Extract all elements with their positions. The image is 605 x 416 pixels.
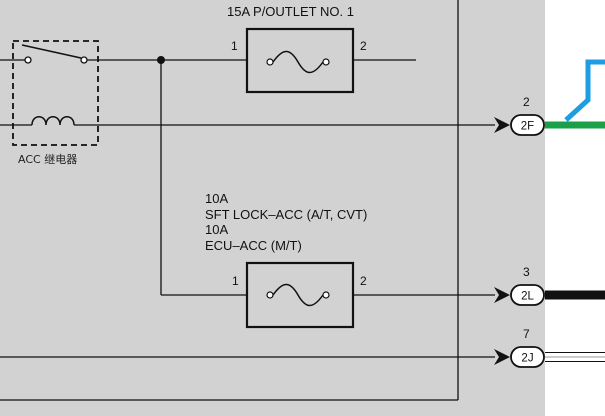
relay-switch-arm [21,44,82,59]
fuse-top-element-icon [272,50,324,74]
connector-2j-badge [510,346,545,368]
fuse-bottom-line4: ECU–ACC (M/T) [205,238,302,253]
fuse-top-title: 15A P/OUTLET NO. 1 [227,4,354,19]
relay-coil-icon [31,116,75,126]
connector-2j-code: 2J [521,353,533,365]
outside-area [545,0,605,416]
fuse-bottom-contact-right [322,291,330,299]
connector-2l-badge [510,284,545,306]
acc-relay: ACC 继电器 [12,40,99,166]
relay-dashed-box [12,40,99,146]
fuse-bottom-line2: SFT LOCK–ACC (A/T, CVT) [205,207,367,222]
relay-contact-right [80,56,88,64]
fuse-bottom-line1: 10A [205,191,228,206]
connector-2j-pin: 7 [523,327,530,341]
connector-2f-pin: 2 [523,95,530,109]
wire-2f-blue [564,59,605,122]
relay-label: ACC 继电器 [18,153,77,166]
fuse-bottom-contact-left [266,291,274,299]
fuse-bottom-pin-right: 2 [360,274,367,288]
fuse-top-body [245,27,355,94]
diagram-panel [0,0,545,416]
fuse-top-pin-right: 2 [360,39,367,53]
fuse-top-pin-left: 1 [231,39,238,53]
connector-2j: 7 2J [494,327,545,368]
fuse-top: 15A P/OUTLET NO. 1 1 2 [227,4,367,94]
connector-2l-arrow-icon [494,287,510,303]
connector-2j-arrow-icon [494,349,510,365]
relay-contact-left [24,56,32,64]
connector-2l-code: 2L [521,291,534,303]
fuse-bottom-line3: 10A [205,222,228,237]
connector-2f: 2 2F [494,95,545,136]
fuse-top-contact-right [322,58,330,66]
fuse-bottom: 10A SFT LOCK–ACC (A/T, CVT) 10A ECU–ACC … [205,191,367,329]
connector-2l-pin: 3 [523,265,530,279]
connector-2f-code: 2F [521,121,534,133]
fuse-top-contact-left [266,58,274,66]
fuse-bottom-pin-left: 1 [232,274,239,288]
fuse-bottom-element-icon [272,283,324,307]
connector-2l: 3 2L [494,265,545,306]
connector-2f-arrow-icon [494,117,510,133]
connector-2f-badge [510,114,545,136]
